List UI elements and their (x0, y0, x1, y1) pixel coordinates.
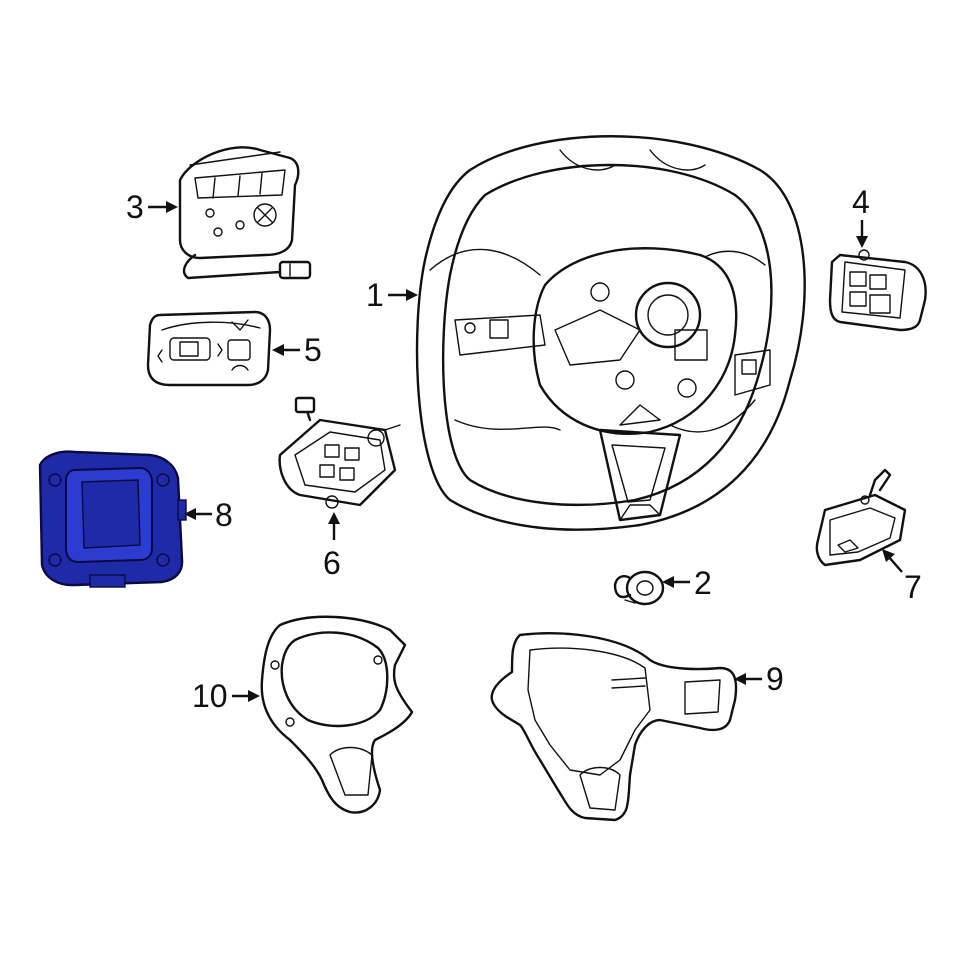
callout-2: 2 (662, 565, 712, 601)
callout-label-6: 6 (323, 545, 341, 581)
callout-label-5: 5 (304, 332, 322, 368)
part-6-switch-with-connector[interactable] (278, 396, 401, 509)
callout-5: 5 (272, 332, 322, 368)
callout-7: 7 (882, 549, 922, 605)
part-3-switch-with-harness[interactable] (178, 146, 312, 280)
callout-label-3: 3 (126, 189, 144, 225)
callout-label-2: 2 (694, 565, 712, 601)
callout-4: 4 (852, 184, 870, 248)
callout-label-8: 8 (215, 497, 233, 533)
part-10-rear-trim-bezel[interactable] (260, 615, 414, 814)
callout-6: 6 (323, 512, 341, 581)
callout-10: 10 (192, 678, 260, 714)
callout-label-1: 1 (366, 277, 384, 313)
callout-label-7: 7 (904, 569, 922, 605)
part-2-bolt[interactable] (613, 570, 665, 606)
part-9-lower-trim-cover[interactable] (490, 632, 738, 822)
part-7-switch[interactable] (815, 468, 907, 567)
part-8-clockspring[interactable] (38, 450, 187, 588)
callout-1: 1 (366, 277, 418, 313)
callout-3: 3 (126, 189, 178, 225)
callout-label-4: 4 (852, 184, 870, 220)
part-4-switch-pack[interactable] (828, 249, 927, 332)
callout-9: 9 (734, 661, 784, 697)
part-1-steering-wheel[interactable] (415, 135, 806, 531)
callout-label-10: 10 (192, 678, 228, 714)
part-5-switch-bezel[interactable] (146, 310, 272, 387)
callout-label-9: 9 (766, 661, 784, 697)
callout-8: 8 (184, 497, 233, 533)
